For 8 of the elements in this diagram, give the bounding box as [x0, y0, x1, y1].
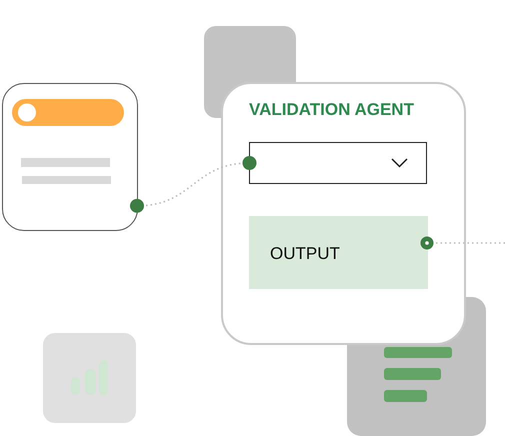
output-panel [249, 216, 428, 289]
dropdown-field [249, 142, 427, 184]
connector-line [130, 156, 256, 213]
connector-line [420, 236, 505, 250]
card-title: VALIDATION AGENT [249, 100, 414, 120]
output-label: OUTPUT [270, 244, 340, 264]
agent-card [221, 82, 466, 345]
widget-card [2, 83, 138, 231]
